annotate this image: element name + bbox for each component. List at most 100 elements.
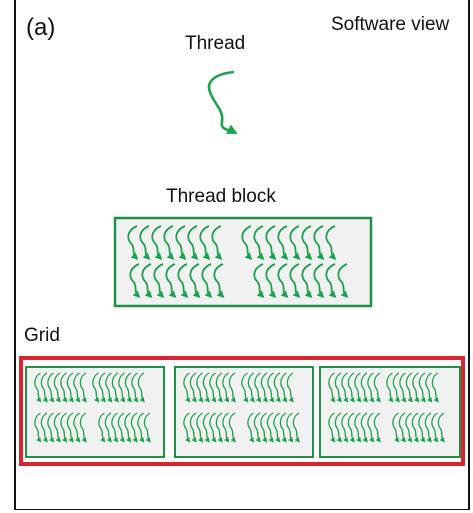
thread-arrow [431, 412, 439, 443]
thread-arrow [183, 372, 191, 403]
thread-arrow [411, 412, 419, 443]
thread-arrow [279, 412, 287, 443]
thread-arrow [418, 372, 426, 403]
warp [253, 263, 349, 299]
thread-arrow [151, 225, 163, 261]
thread-arrow [266, 412, 274, 443]
thread-arrow [34, 372, 42, 403]
thread-arrow [328, 412, 336, 443]
thread-arrow [196, 412, 204, 443]
thread-arrow [117, 412, 125, 443]
grid-thread-block [319, 366, 461, 458]
thread-arrow [373, 412, 381, 443]
thread-arrow [424, 412, 432, 443]
thread-arrow [228, 412, 236, 443]
thread-arrow [131, 372, 139, 403]
thread-arrow [177, 263, 189, 299]
thread-arrow [241, 372, 249, 403]
panel-label: (a) [26, 14, 56, 41]
thread-arrow [347, 412, 355, 443]
thread-arrow [163, 225, 175, 261]
thread-arrow [211, 225, 223, 261]
view-title: Software view [331, 14, 450, 35]
thread-arrow [66, 412, 74, 443]
warp [386, 372, 439, 403]
thread-arrow [301, 225, 313, 261]
thread-arrow [222, 412, 230, 443]
thread-arrow [392, 372, 400, 403]
thread-arrow [129, 263, 141, 299]
thread-arrow [253, 263, 265, 299]
thread-arrow [341, 372, 349, 403]
thread-arrow [222, 372, 230, 403]
warp [247, 412, 300, 443]
thread-arrow [175, 225, 187, 261]
thread-arrow [431, 372, 439, 403]
thread-arrow [118, 372, 126, 403]
grid-label: Grid [24, 325, 60, 346]
thread-arrow [34, 412, 42, 443]
thread-arrow [60, 412, 68, 443]
thread-arrow [79, 412, 87, 443]
thread-arrow [189, 372, 197, 403]
thread-arrow [325, 263, 337, 299]
thread-arrow [360, 372, 368, 403]
thread-arrow [367, 412, 375, 443]
thread-arrow [189, 263, 201, 299]
thread-arrow [196, 372, 204, 403]
thread-arrow [47, 372, 55, 403]
thread-arrow [367, 372, 375, 403]
thread-arrow [66, 372, 74, 403]
thread-arrow [40, 412, 48, 443]
warp [92, 372, 145, 403]
thread-arrow [425, 372, 433, 403]
grid-thread-block [174, 366, 314, 458]
warp [34, 372, 87, 403]
thread-arrow [334, 412, 342, 443]
thread-arrow [111, 412, 119, 443]
thread-arrow [241, 225, 253, 261]
warp [328, 412, 381, 443]
thread-arrow [301, 263, 313, 299]
thread-arrow [289, 263, 301, 299]
warp [241, 225, 337, 261]
thread-arrow [189, 412, 197, 443]
thread-arrow [337, 263, 349, 299]
thread-arrow [60, 372, 68, 403]
thread-arrow [124, 412, 132, 443]
thread-arrow [53, 372, 61, 403]
warp [34, 412, 87, 443]
thread-arrow [253, 412, 261, 443]
thread-arrow [260, 412, 268, 443]
thread-icon [207, 70, 238, 134]
thread-block [113, 216, 373, 308]
thread-arrow [137, 412, 145, 443]
thread-arrow [98, 372, 106, 403]
thread-arrow [273, 412, 281, 443]
thread-arrow [199, 225, 211, 261]
thread-arrow [53, 412, 61, 443]
thread-arrow [153, 263, 165, 299]
warp [129, 263, 225, 299]
thread-arrow [111, 372, 119, 403]
thread-arrow [273, 372, 281, 403]
thread-arrow [247, 372, 255, 403]
thread-arrow [73, 372, 81, 403]
thread-arrow [405, 372, 413, 403]
thread-arrow [213, 263, 225, 299]
thread-arrow [202, 412, 210, 443]
thread-arrow [215, 372, 223, 403]
thread-arrow [215, 412, 223, 443]
thread-arrow [265, 263, 277, 299]
warp [183, 372, 236, 403]
thread-arrow [201, 263, 213, 299]
thread-arrow [399, 372, 407, 403]
warp [328, 372, 381, 403]
thread-arrow [139, 225, 151, 261]
thread-arrow [209, 412, 217, 443]
thread-arrow [187, 225, 199, 261]
thread-arrow [437, 412, 445, 443]
thread-arrow [289, 225, 301, 261]
thread-arrow [104, 412, 112, 443]
